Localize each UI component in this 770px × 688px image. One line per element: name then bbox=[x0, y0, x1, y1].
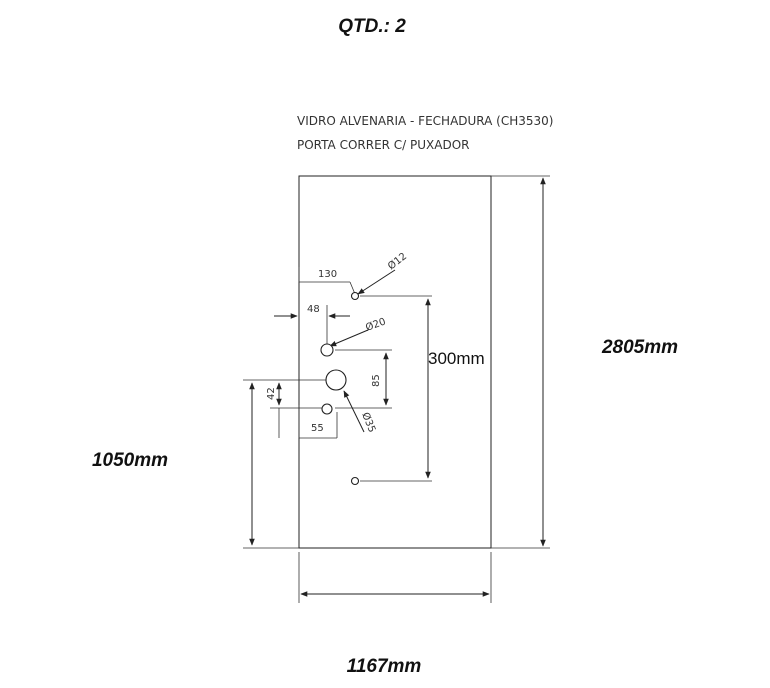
vertical-42-dimension bbox=[270, 382, 325, 438]
lock-hole-small-top bbox=[320, 343, 334, 357]
dia-12-label: Ø12 bbox=[385, 250, 409, 272]
height-dimension bbox=[491, 175, 550, 549]
vertical-85-dimension bbox=[335, 349, 392, 409]
offset-130-dimension bbox=[298, 267, 356, 295]
width-total-label: 1167mm bbox=[347, 656, 422, 677]
hole-spacing-dimension bbox=[360, 295, 432, 482]
handle-height-label: 1050mm bbox=[92, 450, 168, 471]
dia-20-leader bbox=[329, 329, 369, 347]
bottom-55-dimension bbox=[298, 405, 338, 439]
title-line-1: VIDRO ALVENARIA - FECHADURA (CH3530) bbox=[297, 114, 553, 128]
offset-130-label: 130 bbox=[318, 269, 337, 280]
dia-20-label: Ø20 bbox=[364, 315, 387, 333]
vertical-85-label: 85 bbox=[371, 374, 382, 387]
handle-height-dimension bbox=[243, 379, 330, 549]
height-total-label: 2805mm bbox=[601, 337, 678, 358]
hole-spacing-label: 300mm bbox=[428, 349, 485, 368]
quantity-label: QTD.: 2 bbox=[338, 16, 406, 37]
offset-48-label: 48 bbox=[307, 304, 320, 315]
bottom-55-label: 55 bbox=[311, 423, 324, 434]
title-line-2: PORTA CORRER C/ PUXADOR bbox=[297, 138, 470, 152]
lock-hole-large bbox=[325, 369, 347, 391]
upper-hole bbox=[350, 291, 360, 301]
width-dimension bbox=[298, 552, 492, 603]
offset-48-dimension bbox=[274, 305, 350, 350]
dia-12-leader bbox=[357, 269, 396, 295]
vertical-42-label: 42 bbox=[266, 387, 277, 400]
lock-hole-small-bottom bbox=[321, 403, 333, 415]
lower-hole bbox=[350, 476, 360, 486]
dia-35-label: Ø35 bbox=[359, 411, 378, 435]
glass-panel-outline bbox=[298, 175, 492, 549]
dia-35-leader bbox=[343, 390, 365, 433]
